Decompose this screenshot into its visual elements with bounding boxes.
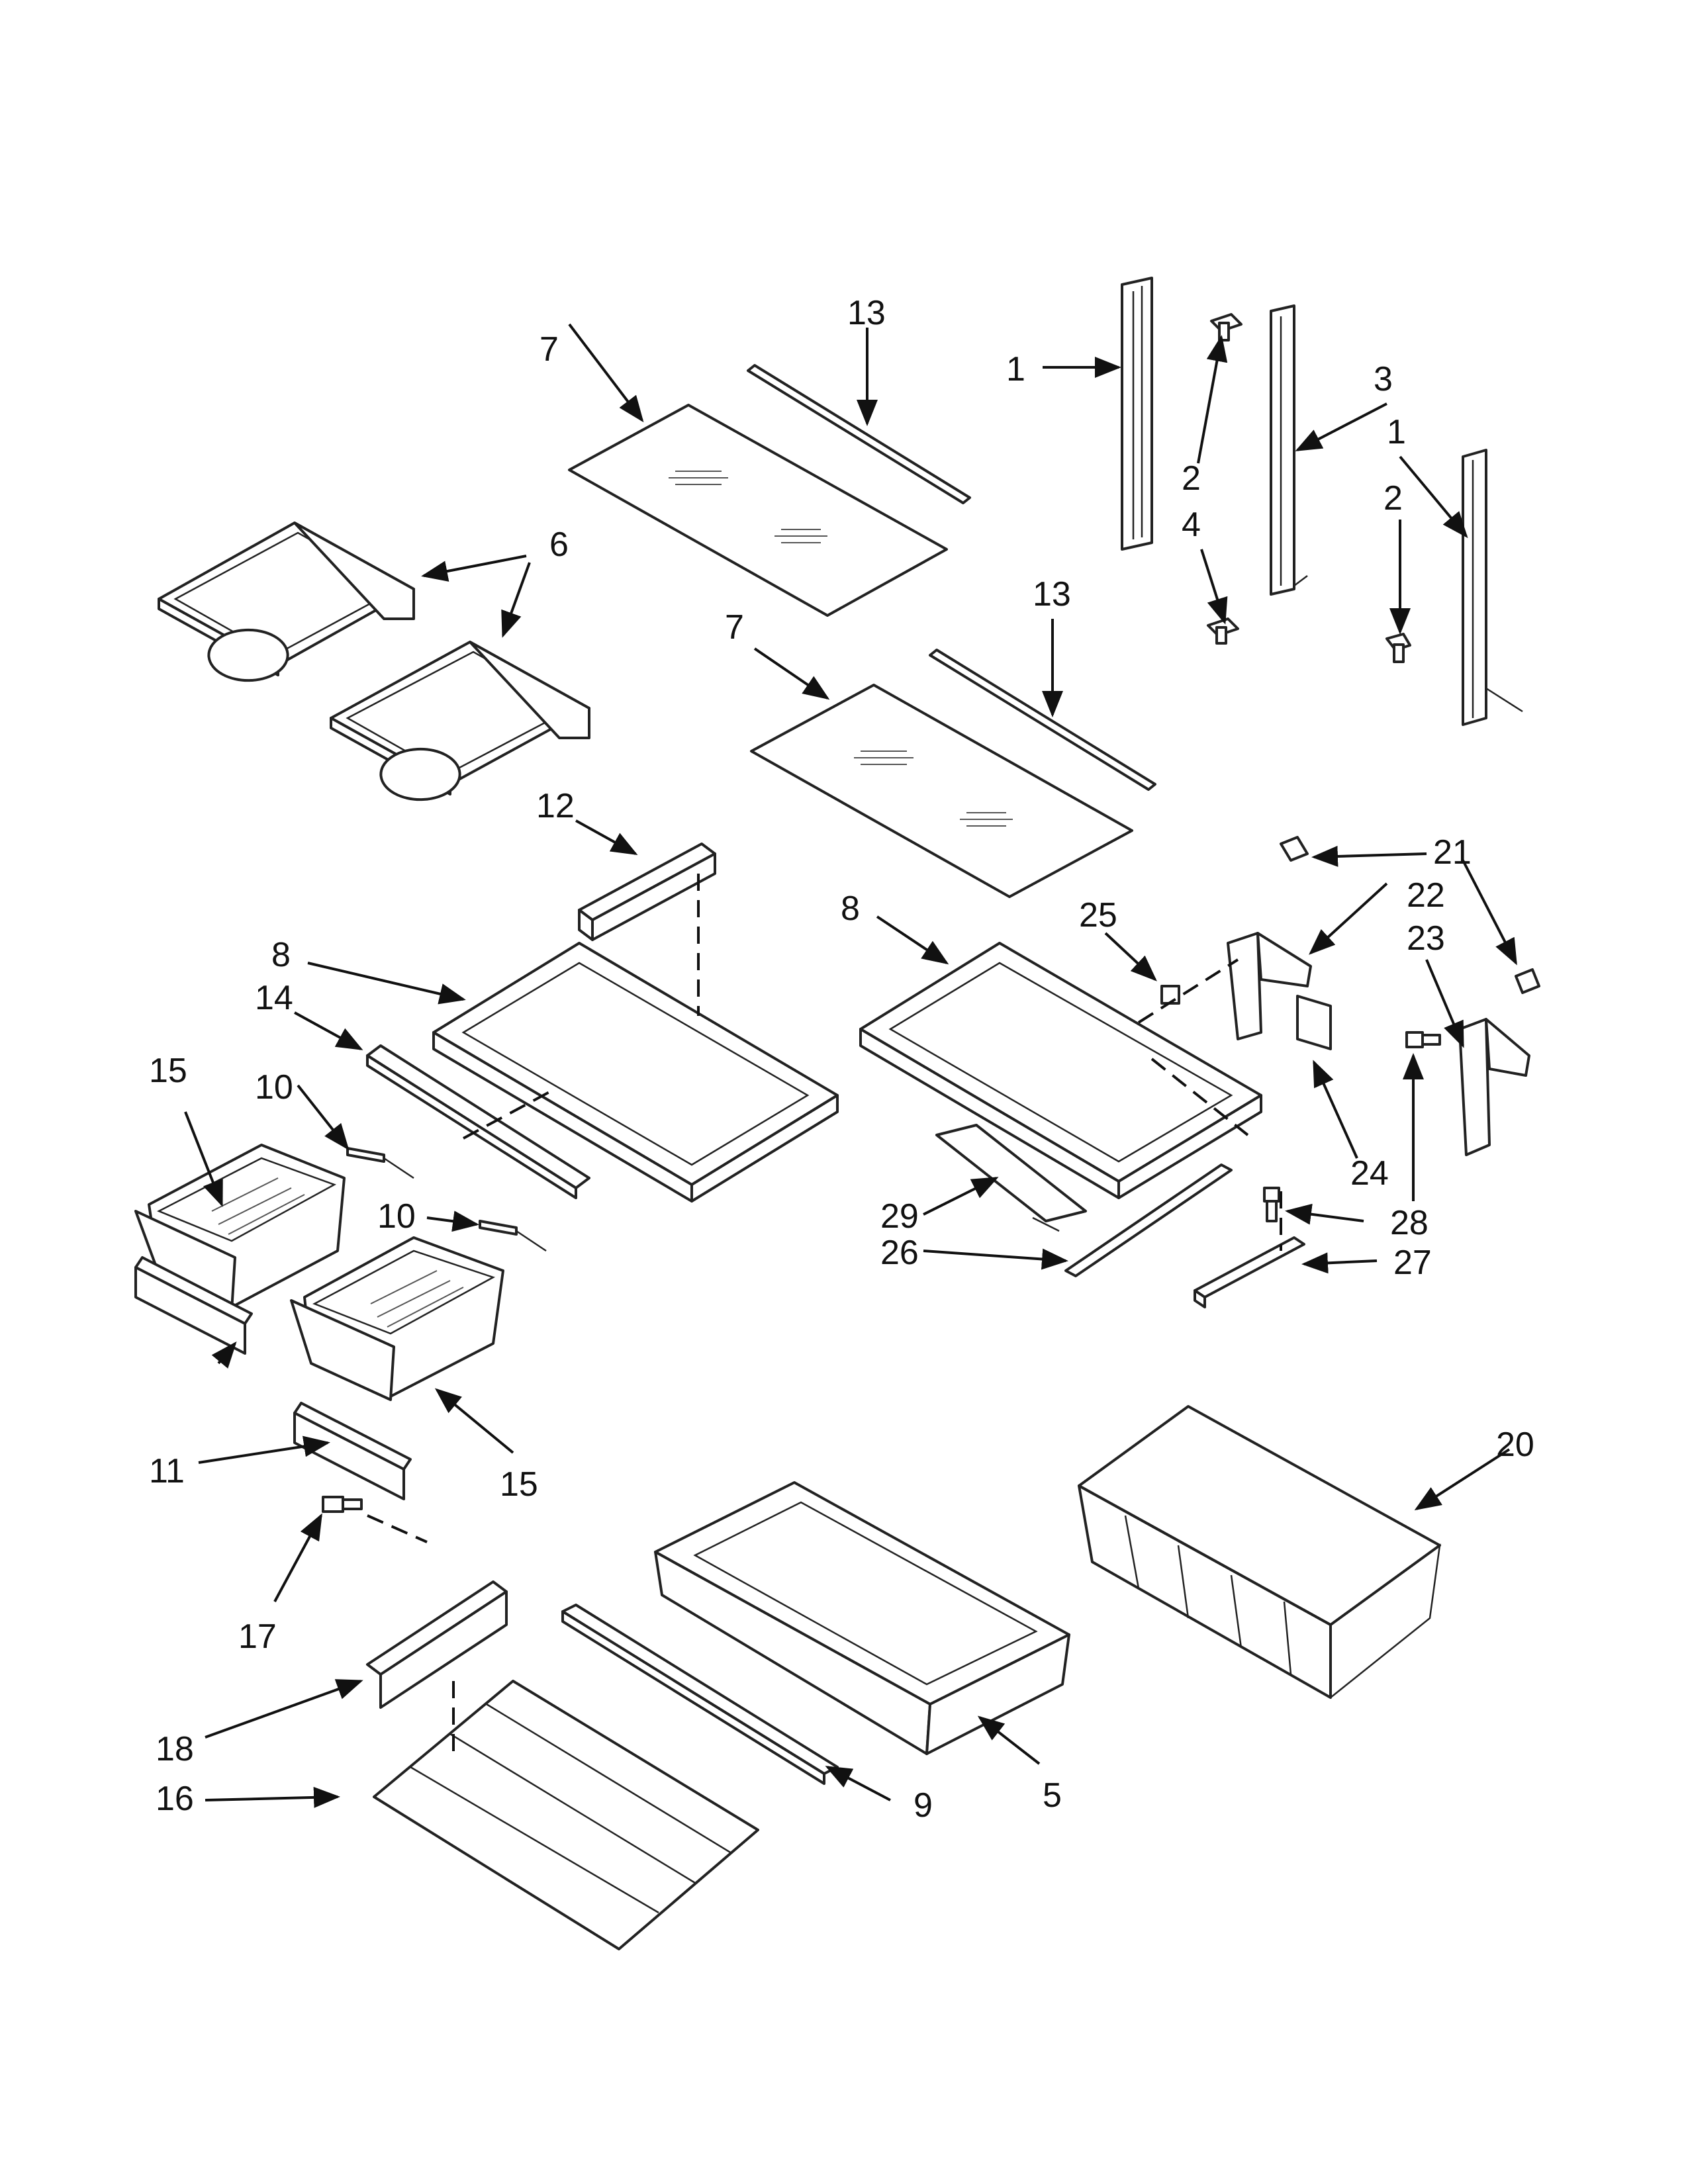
callout-1-right: 1 bbox=[1387, 413, 1406, 451]
callout-7-lower: 7 bbox=[725, 608, 744, 647]
callout-11: 11 bbox=[149, 1452, 185, 1490]
callout-10-upper: 10 bbox=[255, 1068, 293, 1107]
clip-21b bbox=[1515, 968, 1540, 994]
shelf-frame-right bbox=[859, 942, 1262, 1199]
assembly-line-frame bbox=[1150, 1058, 1249, 1136]
callout-14: 14 bbox=[255, 979, 293, 1017]
callout-15-right: 15 bbox=[500, 1465, 538, 1504]
tray-5 bbox=[654, 1481, 1070, 1755]
callout-18: 18 bbox=[156, 1730, 194, 1768]
shelf-support-29 bbox=[935, 1124, 1087, 1232]
callout-22: 22 bbox=[1407, 876, 1445, 915]
trim-14 bbox=[366, 1044, 590, 1199]
callout-9: 9 bbox=[914, 1786, 933, 1825]
wire-basket-20 bbox=[1078, 1405, 1441, 1699]
screw-right bbox=[1385, 633, 1411, 663]
screw-upper bbox=[1210, 313, 1243, 341]
screw-lower bbox=[1207, 617, 1239, 645]
bracket-24 bbox=[1296, 995, 1332, 1050]
slide-shelf-lower bbox=[330, 641, 590, 801]
shelf-bracket-12 bbox=[578, 842, 716, 941]
callout-15-left: 15 bbox=[149, 1052, 187, 1090]
clip-10a bbox=[346, 1147, 414, 1179]
callout-7-upper: 7 bbox=[539, 330, 559, 369]
callout-8-left: 8 bbox=[271, 936, 291, 974]
crisper-trim-left bbox=[134, 1256, 253, 1355]
shelf-rail-left bbox=[1121, 277, 1153, 551]
screw-28-lower bbox=[1263, 1187, 1280, 1222]
callout-28: 28 bbox=[1390, 1204, 1429, 1242]
callout-13-upper: 13 bbox=[847, 294, 886, 332]
callout-2-upper: 2 bbox=[1182, 459, 1201, 498]
callout-26: 26 bbox=[880, 1234, 919, 1272]
callout-2-right: 2 bbox=[1383, 479, 1403, 518]
wire-shelf-16 bbox=[373, 1680, 759, 1950]
crisper-left bbox=[134, 1144, 346, 1312]
callout-21: 21 bbox=[1433, 833, 1472, 872]
slide-shelf-upper bbox=[158, 522, 415, 682]
bracket-23 bbox=[1458, 1018, 1530, 1156]
callout-27: 27 bbox=[1393, 1244, 1432, 1282]
shelf-rail-center bbox=[1270, 304, 1308, 596]
callout-17: 17 bbox=[238, 1617, 277, 1656]
shelf-frame-left bbox=[432, 942, 839, 1203]
glass-shelf-upper bbox=[568, 404, 948, 617]
glass-shelf-lower bbox=[750, 684, 1133, 898]
assembly-line-25 bbox=[1137, 958, 1239, 1024]
callout-20: 20 bbox=[1496, 1426, 1534, 1464]
crisper-trim-right bbox=[293, 1402, 412, 1500]
assembly-line-17 bbox=[367, 1514, 428, 1543]
callout-23: 23 bbox=[1407, 919, 1445, 958]
callout-6: 6 bbox=[549, 525, 569, 564]
shelf-rail-26 bbox=[1064, 1163, 1233, 1277]
slide-27 bbox=[1194, 1236, 1305, 1308]
screw-17 bbox=[322, 1496, 363, 1513]
clip-10b bbox=[479, 1220, 547, 1252]
callout-4: 4 bbox=[1182, 506, 1201, 544]
glass-trim-upper bbox=[747, 364, 971, 504]
crisper-right bbox=[290, 1236, 504, 1401]
callout-5: 5 bbox=[1043, 1776, 1062, 1815]
shelf-rail-right bbox=[1462, 449, 1523, 726]
callout-24: 24 bbox=[1350, 1154, 1389, 1193]
leader-lines bbox=[184, 323, 1517, 1808]
pad-25 bbox=[1160, 985, 1180, 1005]
callout-10-lower: 10 bbox=[377, 1197, 416, 1236]
callout-13-lower: 13 bbox=[1033, 575, 1071, 614]
glass-trim-lower bbox=[929, 649, 1156, 791]
callout-25: 25 bbox=[1079, 896, 1117, 934]
callout-29: 29 bbox=[880, 1197, 919, 1236]
screw-28-upper bbox=[1405, 1031, 1441, 1048]
assembly-line-14 bbox=[463, 1091, 550, 1140]
callout-8-right: 8 bbox=[841, 889, 860, 928]
callout-16: 16 bbox=[156, 1780, 194, 1818]
bracket-18 bbox=[366, 1580, 508, 1709]
callout-3: 3 bbox=[1374, 360, 1393, 398]
callout-12: 12 bbox=[536, 787, 575, 825]
clip-21a bbox=[1280, 836, 1309, 862]
callout-1-left: 1 bbox=[1006, 350, 1025, 388]
